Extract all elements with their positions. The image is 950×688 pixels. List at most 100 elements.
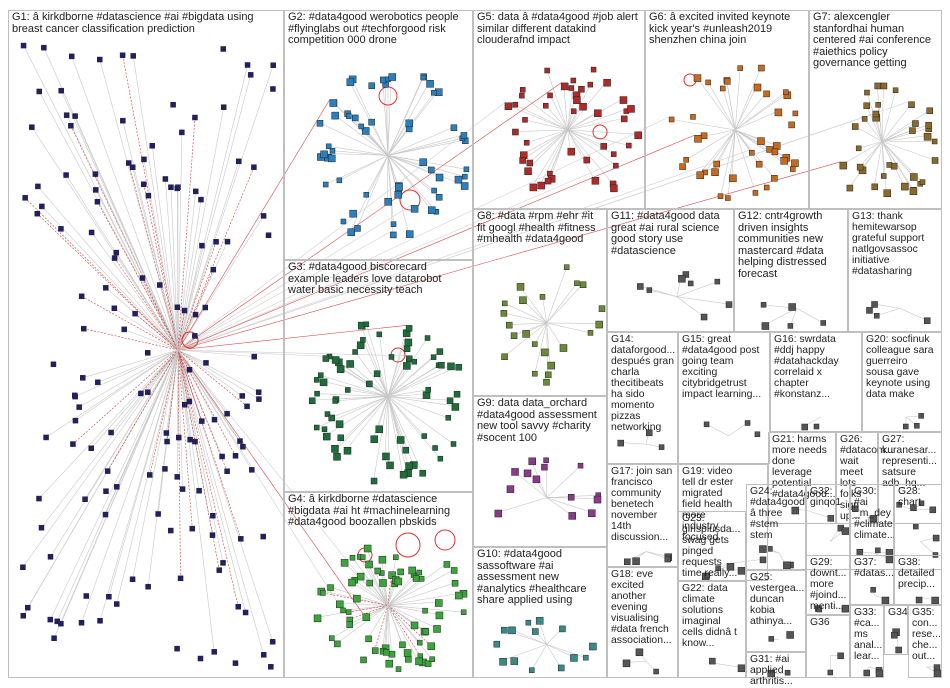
- avatar-icon[interactable]: [827, 515, 835, 522]
- user-icon[interactable]: [395, 183, 403, 191]
- user-icon[interactable]: [512, 128, 519, 136]
- avatar-icon[interactable]: [520, 87, 526, 93]
- user-icon[interactable]: [22, 195, 28, 201]
- logo-icon[interactable]: [421, 433, 428, 439]
- logo-icon[interactable]: [332, 398, 338, 404]
- user-icon[interactable]: [532, 370, 538, 377]
- user-icon[interactable]: [543, 102, 549, 109]
- logo-icon[interactable]: [362, 613, 371, 621]
- logo-icon[interactable]: [164, 438, 170, 445]
- logo-icon[interactable]: [567, 147, 576, 156]
- user-icon[interactable]: [270, 86, 276, 92]
- logo-icon[interactable]: [388, 354, 395, 360]
- logo-icon[interactable]: [363, 321, 370, 328]
- logo-icon[interactable]: [912, 120, 919, 127]
- avatar-icon[interactable]: [345, 609, 352, 615]
- user-icon[interactable]: [129, 576, 136, 583]
- logo-icon[interactable]: [587, 330, 594, 336]
- avatar-icon[interactable]: [186, 367, 193, 373]
- avatar-icon[interactable]: [761, 322, 770, 330]
- user-icon[interactable]: [874, 82, 881, 90]
- user-icon[interactable]: [870, 587, 876, 593]
- user-icon[interactable]: [360, 656, 367, 664]
- user-icon[interactable]: [787, 323, 794, 329]
- logo-icon[interactable]: [874, 312, 880, 319]
- avatar-icon[interactable]: [510, 657, 519, 665]
- user-icon[interactable]: [711, 168, 719, 176]
- logo-icon[interactable]: [758, 64, 765, 72]
- avatar-icon[interactable]: [35, 183, 41, 190]
- avatar-icon[interactable]: [451, 580, 459, 587]
- avatar-icon[interactable]: [537, 181, 546, 190]
- user-icon[interactable]: [149, 143, 155, 149]
- user-icon[interactable]: [119, 52, 126, 59]
- user-icon[interactable]: [69, 53, 75, 60]
- avatar-icon[interactable]: [713, 160, 720, 168]
- logo-icon[interactable]: [519, 296, 527, 305]
- user-icon[interactable]: [337, 434, 345, 441]
- logo-icon[interactable]: [438, 361, 445, 369]
- logo-icon[interactable]: [622, 659, 631, 668]
- user-icon[interactable]: [760, 302, 767, 308]
- avatar-icon[interactable]: [852, 505, 859, 512]
- avatar-icon[interactable]: [334, 640, 341, 648]
- logo-icon[interactable]: [419, 158, 427, 166]
- user-icon[interactable]: [427, 206, 436, 214]
- logo-icon[interactable]: [321, 426, 328, 432]
- avatar-icon[interactable]: [749, 149, 755, 156]
- avatar-icon[interactable]: [788, 303, 796, 311]
- user-icon[interactable]: [522, 330, 530, 338]
- user-icon[interactable]: [501, 626, 508, 634]
- user-icon[interactable]: [320, 150, 328, 159]
- user-icon[interactable]: [216, 567, 223, 573]
- user-icon[interactable]: [238, 536, 244, 542]
- avatar-icon[interactable]: [92, 171, 99, 177]
- logo-icon[interactable]: [931, 138, 938, 145]
- logo-icon[interactable]: [412, 575, 420, 582]
- avatar-icon[interactable]: [613, 162, 619, 169]
- logo-icon[interactable]: [145, 192, 152, 199]
- avatar-icon[interactable]: [72, 392, 78, 399]
- user-icon[interactable]: [923, 132, 932, 141]
- user-icon[interactable]: [405, 462, 413, 470]
- logo-icon[interactable]: [429, 656, 435, 663]
- avatar-icon[interactable]: [535, 617, 544, 625]
- user-icon[interactable]: [345, 387, 351, 393]
- avatar-icon[interactable]: [759, 545, 767, 553]
- user-icon[interactable]: [336, 177, 343, 184]
- avatar-icon[interactable]: [519, 157, 526, 164]
- user-icon[interactable]: [187, 436, 193, 443]
- logo-icon[interactable]: [539, 294, 546, 300]
- avatar-icon[interactable]: [855, 145, 862, 152]
- avatar-icon[interactable]: [373, 370, 381, 377]
- avatar-icon[interactable]: [664, 555, 672, 563]
- user-icon[interactable]: [931, 157, 939, 164]
- logo-icon[interactable]: [587, 81, 594, 88]
- avatar-icon[interactable]: [242, 609, 249, 616]
- user-icon[interactable]: [192, 333, 198, 339]
- logo-icon[interactable]: [560, 82, 569, 91]
- logo-icon[interactable]: [700, 313, 708, 321]
- avatar-icon[interactable]: [504, 102, 513, 110]
- user-icon[interactable]: [352, 349, 358, 355]
- user-icon[interactable]: [39, 203, 45, 210]
- logo-icon[interactable]: [331, 111, 339, 120]
- logo-icon[interactable]: [244, 62, 251, 68]
- avatar-icon[interactable]: [370, 435, 379, 443]
- avatar-icon[interactable]: [846, 184, 854, 192]
- user-icon[interactable]: [837, 652, 844, 660]
- logo-icon[interactable]: [260, 533, 266, 540]
- logo-icon[interactable]: [174, 304, 181, 311]
- logo-icon[interactable]: [331, 356, 340, 364]
- logo-icon[interactable]: [320, 590, 326, 596]
- logo-icon[interactable]: [780, 156, 788, 165]
- logo-icon[interactable]: [365, 635, 372, 643]
- user-icon[interactable]: [791, 159, 799, 168]
- avatar-icon[interactable]: [322, 355, 330, 362]
- avatar-icon[interactable]: [786, 631, 794, 639]
- logo-icon[interactable]: [433, 625, 441, 633]
- avatar-icon[interactable]: [174, 474, 181, 480]
- avatar-icon[interactable]: [588, 509, 596, 517]
- logo-icon[interactable]: [918, 413, 924, 419]
- user-icon[interactable]: [871, 301, 878, 308]
